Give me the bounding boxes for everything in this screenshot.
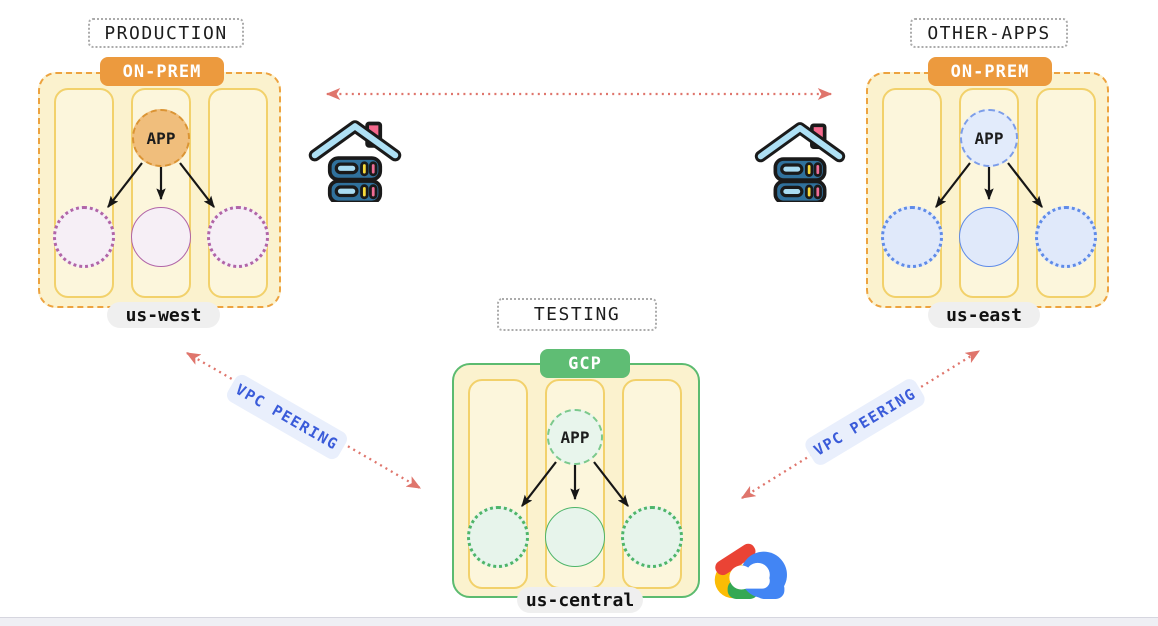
replica-node-solid <box>545 507 605 567</box>
replica-node-dotted <box>467 506 529 568</box>
google-cloud-icon <box>714 543 787 599</box>
app-node-us-central: APP <box>547 409 603 465</box>
app-node-us-east: APP <box>960 109 1018 167</box>
platform-badge-onprem-east: ON-PREM <box>928 57 1052 86</box>
replica-node-solid <box>131 207 191 267</box>
region-label-us-west: us-west <box>107 302 220 328</box>
replica-node-dotted <box>53 206 115 268</box>
house-server-icon <box>308 120 402 202</box>
vpc-peering-label-west: VPC PEERING <box>224 372 350 462</box>
env-label-testing: TESTING <box>497 298 657 331</box>
region-label-us-east: us-east <box>928 302 1040 328</box>
bottom-window-edge <box>0 617 1158 626</box>
replica-node-dotted <box>207 206 269 268</box>
app-node-us-west: APP <box>132 109 190 167</box>
replica-node-dotted <box>881 206 943 268</box>
replica-node-solid <box>959 207 1019 267</box>
house-server-icon <box>754 122 846 202</box>
vpc-peering-label-east: VPC PEERING <box>802 376 928 468</box>
replica-node-dotted <box>621 506 683 568</box>
region-label-us-central: us-central <box>517 587 643 613</box>
region-box-us-west <box>38 72 281 308</box>
platform-badge-onprem-west: ON-PREM <box>100 57 224 86</box>
region-box-us-east <box>866 72 1109 308</box>
platform-badge-gcp: GCP <box>540 349 630 378</box>
replica-node-dotted <box>1035 206 1097 268</box>
env-label-other-apps: OTHER-APPS <box>910 18 1068 48</box>
env-label-production: PRODUCTION <box>88 18 244 48</box>
